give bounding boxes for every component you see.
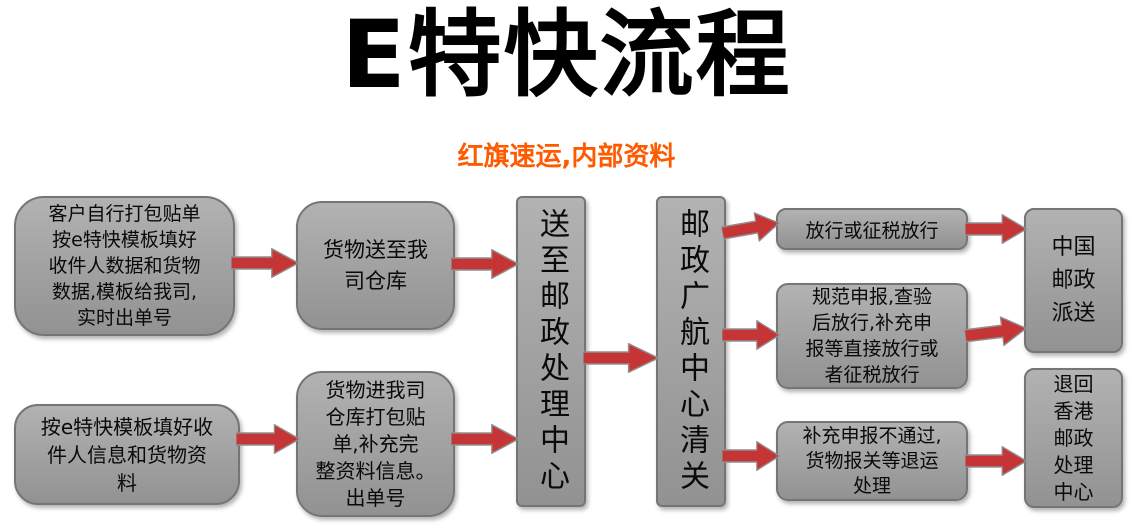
flow-node-customer-pack: 客户自行打包贴单 按e特快模板填好 收件人数据和货物 数据,模板给我司, 实时出… (14, 196, 235, 336)
flow-node-label: 货物送至我 司仓库 (323, 237, 428, 293)
flow-arrow-7 (722, 320, 780, 350)
flow-arrow-6 (720, 208, 782, 248)
arrow-right-icon (451, 424, 519, 454)
flow-node-warehouse-pack: 货物进我司 仓库打包贴 单,补充完 整资料信息。 出单号 (296, 371, 455, 517)
arrow-right-icon (451, 249, 519, 279)
page-subtitle: 红旗速运,内部资料 (457, 142, 676, 172)
arrow-right-icon (236, 424, 300, 454)
arrow-right-icon (722, 441, 780, 471)
flow-node-label: 放行或征税放行 (805, 219, 939, 242)
flow-node-china-post-delivery: 中国 邮政 派送 (1024, 208, 1123, 353)
flow-node-label: 按e特快模板填好收 件人信息和货物资 料 (40, 414, 214, 495)
flow-node-postal-center: 送至邮政处理中心 (516, 196, 586, 507)
arrow-right-icon (965, 214, 1027, 244)
arrow-right-icon (231, 248, 299, 278)
arrow-right-icon (722, 320, 780, 350)
flow-node-label: 客户自行打包贴单 按e特快模板填好 收件人数据和货物 数据,模板给我司, 实时出… (48, 203, 201, 329)
page-title: E特快流程 (341, 1, 792, 110)
arrow-right-icon (720, 211, 781, 243)
arrow-right-icon (583, 343, 659, 373)
flow-node-deliver-warehouse: 货物送至我 司仓库 (296, 201, 455, 330)
flow-arrow-2 (236, 424, 300, 454)
flow-node-release: 放行或征税放行 (776, 208, 968, 250)
flow-arrow-9 (965, 214, 1027, 244)
flow-node-label: 退回 香港 邮政 处理 中心 (1053, 371, 1094, 504)
flow-node-label: 补充申报不通过, 货物报关等退运 处理 (802, 424, 942, 497)
flow-node-label: 送至邮政处理中心 (534, 207, 569, 496)
flow-node-customs-clearance: 邮政广航中心清关 (656, 196, 726, 507)
flow-arrow-11 (965, 446, 1027, 476)
flow-arrow-4 (451, 424, 519, 454)
arrow-right-icon (965, 446, 1027, 476)
flow-arrow-5 (583, 343, 659, 373)
arrow-right-icon (963, 315, 1028, 347)
flow-node-fill-template: 按e特快模板填好收 件人信息和货物资 料 (14, 404, 240, 505)
flow-arrow-1 (231, 248, 299, 278)
flow-arrow-10 (963, 313, 1028, 350)
flow-node-label: 规范申报,查验 后放行,补充申 报等直接放行或 者征税放行 (805, 286, 939, 386)
flow-node-label: 货物进我司 仓库打包贴 单,补充完 整资料信息。 出单号 (315, 377, 436, 510)
flow-node-return-processing: 补充申报不通过, 货物报关等退运 处理 (776, 421, 968, 501)
flow-node-return-hongkong: 退回 香港 邮政 处理 中心 (1024, 368, 1123, 508)
flow-node-label: 邮政广航中心清关 (674, 207, 709, 496)
flow-arrow-8 (722, 441, 780, 471)
flow-arrow-3 (451, 249, 519, 279)
flow-node-declaration: 规范申报,查验 后放行,补充申 报等直接放行或 者征税放行 (776, 283, 968, 389)
flow-node-label: 中国 邮政 派送 (1051, 235, 1096, 326)
